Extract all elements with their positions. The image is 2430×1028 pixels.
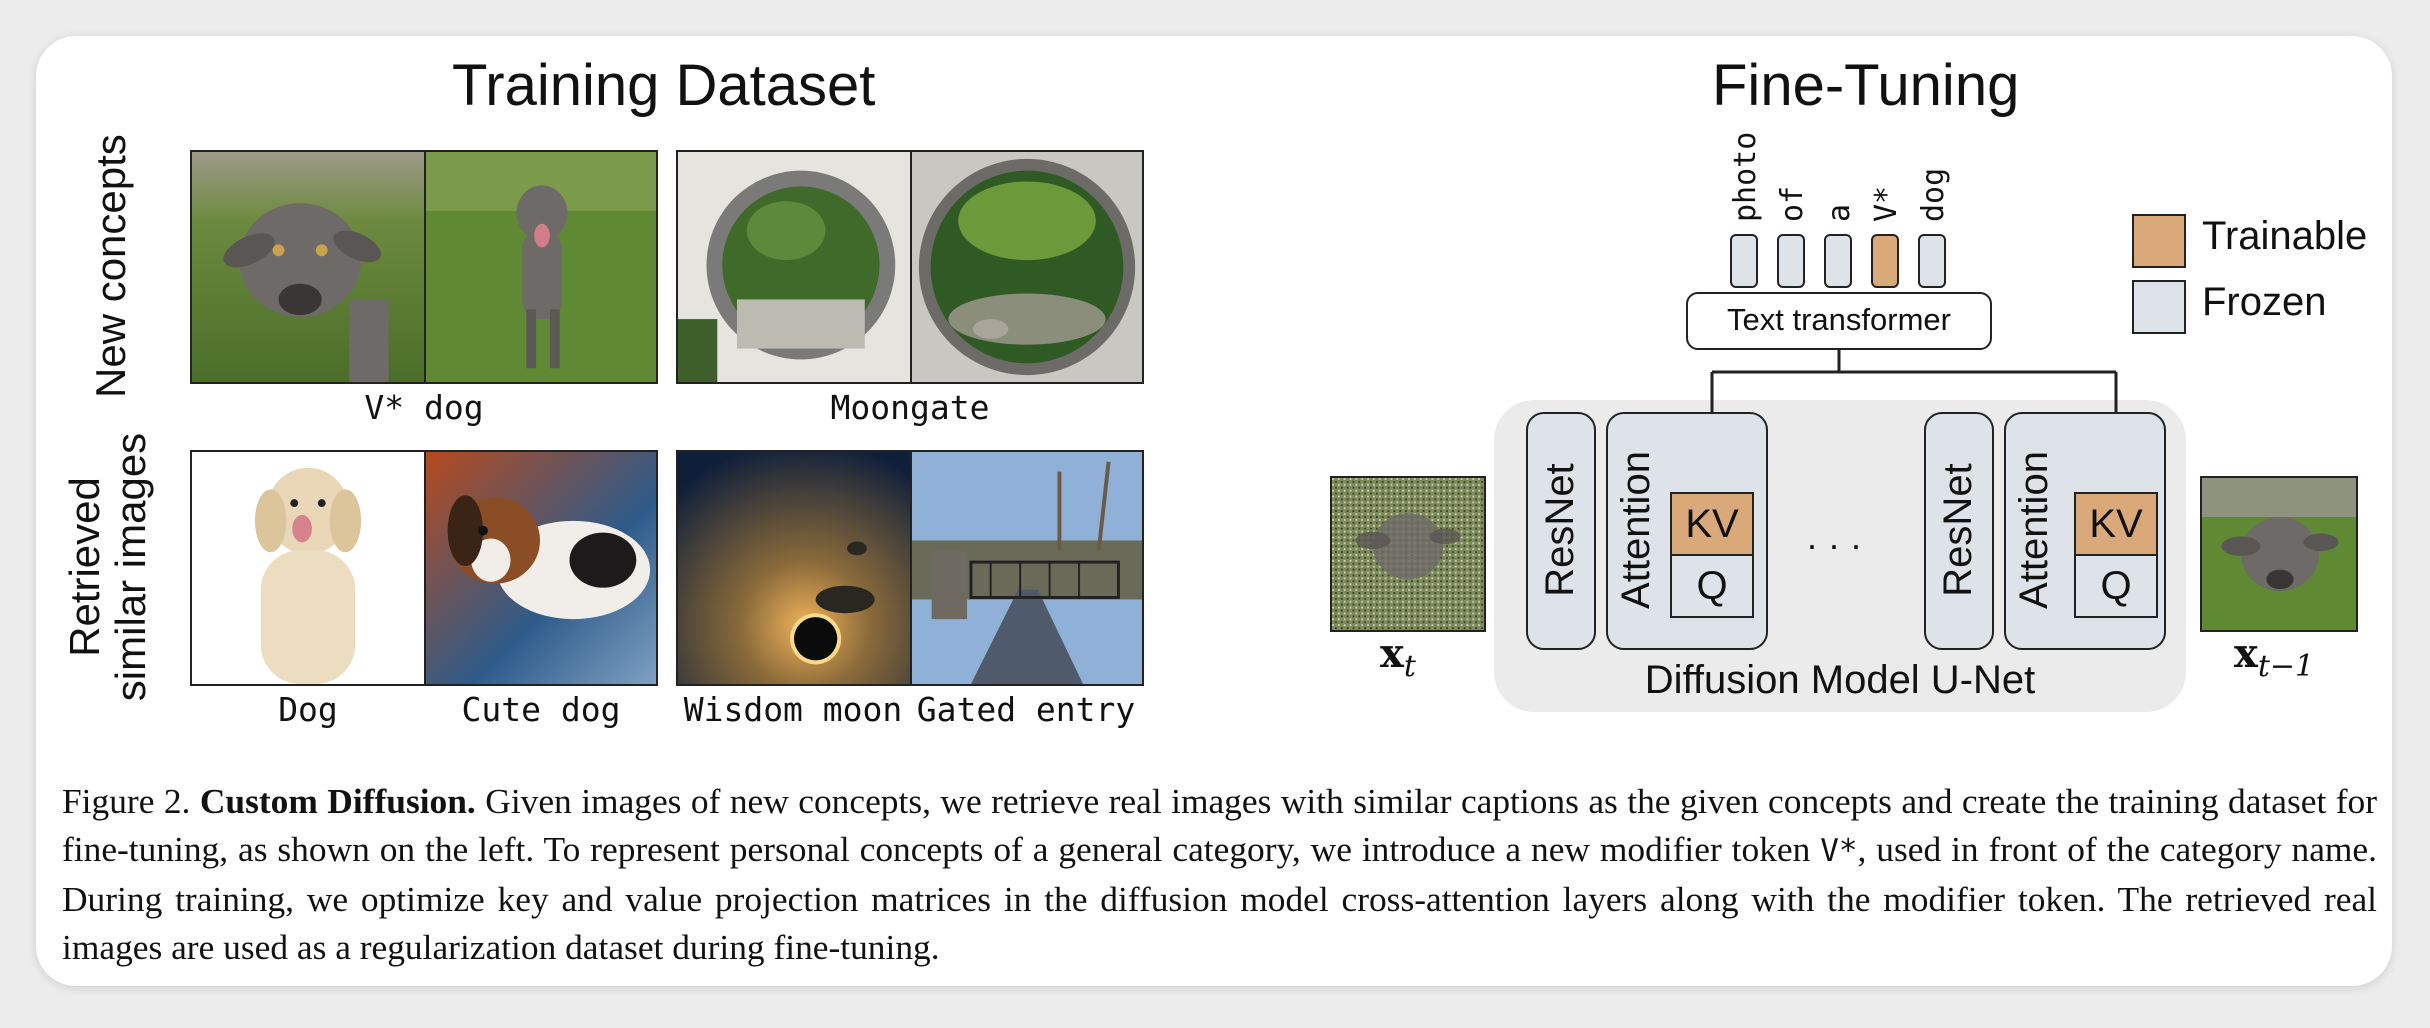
figure-label: Figure 2. <box>62 781 191 821</box>
kv-box-1: KV <box>1670 492 1754 556</box>
q-box-1: Q <box>1670 554 1754 618</box>
caption-wisdom-moon: Wisdom moon <box>683 690 903 729</box>
legend-frozen-swatch <box>2132 280 2186 334</box>
caption-modifier-token: V* <box>1820 833 1858 869</box>
kv-box-2: KV <box>2074 492 2158 556</box>
legend-trainable-label: Trainable <box>2202 214 2368 258</box>
resnet-label-2: ResNet <box>1936 463 1980 597</box>
unet-label: Diffusion Model U-Net <box>1644 658 2036 702</box>
input-label-xt: xt <box>1380 630 1416 684</box>
image-vdog-1 <box>190 150 426 384</box>
token-box-photo <box>1730 234 1758 288</box>
legend-trainable-swatch <box>2132 214 2186 268</box>
caption-moongate: Moongate <box>830 388 990 427</box>
image-output <box>2200 476 2358 632</box>
caption-vdog: V* dog <box>364 388 484 427</box>
image-noisy-input <box>1330 476 1486 632</box>
text-transformer-box: Text transformer <box>1686 292 1992 350</box>
legend-frozen-label: Frozen <box>2202 280 2327 324</box>
token-box-vstar <box>1871 234 1899 288</box>
image-moongate-1 <box>676 150 912 384</box>
caption-title: Custom Diffusion. <box>199 781 476 821</box>
training-dataset-title: Training Dataset <box>452 53 876 118</box>
image-gated-entry <box>910 450 1144 686</box>
token-box-dog <box>1918 234 1946 288</box>
attention-label-1: Attention <box>1614 451 1658 609</box>
caption-gated-entry: Gated entry <box>916 690 1136 729</box>
image-wisdom-moon <box>676 450 912 686</box>
figure-caption: Figure 2. Custom Diffusion. Given images… <box>62 777 2377 971</box>
image-cute-dog <box>424 450 658 686</box>
resnet-block-1 <box>1526 412 1596 650</box>
image-moongate-2 <box>910 150 1144 384</box>
token-box-a <box>1824 234 1852 288</box>
ellipsis: · · · <box>1806 524 1862 565</box>
image-vdog-2 <box>424 150 658 384</box>
resnet-label-1: ResNet <box>1538 463 1582 597</box>
resnet-block-2 <box>1924 412 1994 650</box>
q-box-2: Q <box>2074 554 2158 618</box>
attention-label-2: Attention <box>2012 451 2056 609</box>
output-label-xt-1: xt−1 <box>2234 630 2315 684</box>
token-box-of <box>1777 234 1805 288</box>
caption-text-1: Given images of new concepts, we retriev… <box>62 781 2377 869</box>
fine-tuning-title: Fine-Tuning <box>1712 53 2020 118</box>
caption-dog: Dog <box>278 690 338 729</box>
caption-cute-dog: Cute dog <box>461 690 621 729</box>
caption-text-2: , used in front of the category name. Du… <box>62 829 2377 967</box>
image-dog <box>190 450 426 686</box>
